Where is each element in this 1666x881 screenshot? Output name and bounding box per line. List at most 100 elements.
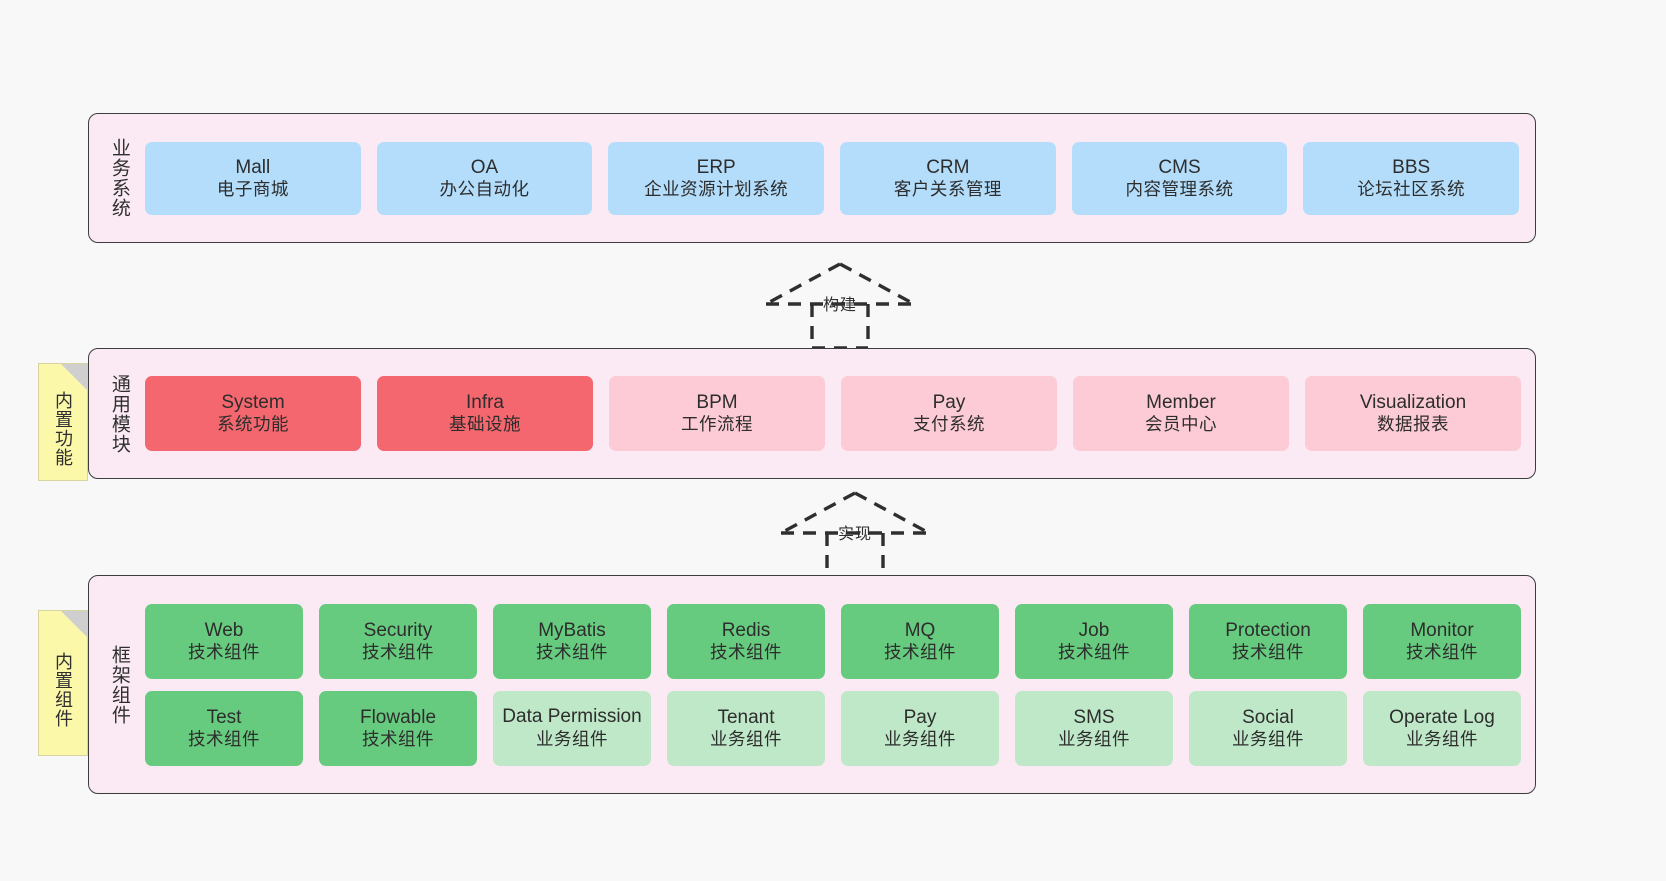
card-title: Job [1078, 619, 1110, 641]
card-subtitle: 业务组件 [1406, 728, 1478, 749]
card-erp[interactable]: ERP 企业资源计划系统 [608, 141, 825, 215]
layer-body-business-systems: Mall 电子商城 OA 办公自动化 ERP 企业资源计划系统 CRM 客户关系… [141, 114, 1535, 242]
card-title: Protection [1225, 619, 1311, 641]
card-title: Visualization [1359, 392, 1467, 414]
card-subtitle: 技术组件 [536, 641, 608, 662]
connector-build: 构建 [760, 258, 920, 350]
card-tenant[interactable]: Tenant 业务组件 [667, 690, 825, 766]
card-test[interactable]: Test 技术组件 [145, 690, 303, 766]
arrowhead-right-edge [854, 491, 930, 535]
card-data-permission[interactable]: Data Permission 业务组件 [493, 690, 651, 766]
card-title: Web [204, 619, 244, 641]
card-title: Infra [465, 392, 505, 414]
card-job[interactable]: Job 技术组件 [1015, 603, 1173, 679]
card-crm[interactable]: CRM 客户关系管理 [840, 141, 1056, 215]
card-sms[interactable]: SMS 业务组件 [1015, 690, 1173, 766]
card-pay-module[interactable]: Pay 支付系统 [841, 376, 1057, 451]
layer-common-modules: 通用模块 System 系统功能 Infra 基础设施 BPM 工作流程 Pay [88, 348, 1536, 479]
card-subtitle: 支付系统 [913, 414, 985, 435]
card-monitor[interactable]: Monitor 技术组件 [1363, 603, 1521, 679]
card-title: SMS [1073, 706, 1115, 728]
layer-title-common-modules: 通用模块 [108, 373, 130, 454]
card-subtitle: 技术组件 [1232, 641, 1304, 662]
card-subtitle: 技术组件 [884, 641, 956, 662]
card-subtitle: 技术组件 [1406, 641, 1478, 662]
note-builtin-functions: 内置功能 [38, 363, 88, 481]
card-subtitle: 内容管理系统 [1125, 178, 1234, 199]
arrowhead-right-edge [839, 262, 915, 306]
card-web[interactable]: Web 技术组件 [145, 603, 303, 679]
note-builtin-components: 内置组件 [38, 610, 88, 756]
note-label: 内置组件 [53, 652, 73, 728]
card-subtitle: 客户关系管理 [893, 178, 1002, 199]
framework-business-row: Test 技术组件 Flowable 技术组件 Data Permission … [145, 690, 1521, 766]
layer-body-common-modules: System 系统功能 Infra 基础设施 BPM 工作流程 Pay 支付系统… [141, 349, 1535, 478]
connector-implement-label: 实现 [837, 526, 873, 543]
card-flowable[interactable]: Flowable 技术组件 [319, 690, 477, 766]
card-title: Security [363, 619, 433, 641]
card-title: OA [470, 156, 499, 178]
card-subtitle: 工作流程 [681, 414, 753, 435]
card-subtitle: 数据报表 [1377, 414, 1449, 435]
card-cms[interactable]: CMS 内容管理系统 [1071, 141, 1288, 215]
card-subtitle: 业务组件 [1232, 728, 1304, 749]
card-subtitle: 业务组件 [1058, 728, 1130, 749]
card-title: Monitor [1410, 619, 1474, 641]
card-security[interactable]: Security 技术组件 [319, 603, 477, 679]
card-operate-log[interactable]: Operate Log 业务组件 [1363, 690, 1521, 766]
card-title: CMS [1158, 156, 1201, 178]
card-title: ERP [696, 156, 736, 178]
layer-business-systems: 业务系统 Mall 电子商城 OA 办公自动化 ERP 企业资源计划系统 CRM [88, 113, 1536, 243]
card-mq[interactable]: MQ 技术组件 [841, 603, 999, 679]
card-title: CRM [926, 156, 970, 178]
card-title: Social [1242, 706, 1294, 728]
layer-body-framework-components: Web 技术组件 Security 技术组件 MyBatis 技术组件 Redi… [141, 576, 1535, 793]
connector-implement: 实现 [775, 487, 935, 579]
card-redis[interactable]: Redis 技术组件 [667, 603, 825, 679]
layer-title-business-systems: 业务系统 [108, 138, 130, 218]
card-title: BBS [1392, 156, 1431, 178]
card-system[interactable]: System 系统功能 [145, 376, 361, 451]
arrowhead-left-edge [765, 262, 841, 306]
card-subtitle: 基础设施 [449, 414, 521, 435]
note-fold-corner-icon [61, 364, 87, 390]
card-subtitle: 系统功能 [217, 414, 289, 435]
card-title: Pay [903, 706, 937, 728]
card-protection[interactable]: Protection 技术组件 [1189, 603, 1347, 679]
card-subtitle: 技术组件 [362, 641, 434, 662]
card-pay-component[interactable]: Pay 业务组件 [841, 690, 999, 766]
card-mall[interactable]: Mall 电子商城 [145, 141, 361, 215]
card-title: BPM [696, 392, 738, 414]
card-infra[interactable]: Infra 基础设施 [377, 376, 593, 451]
card-subtitle: 技术组件 [710, 641, 782, 662]
card-title: Test [206, 706, 242, 728]
card-mybatis[interactable]: MyBatis 技术组件 [493, 603, 651, 679]
card-title: Data Permission [502, 706, 642, 728]
card-visualization[interactable]: Visualization 数据报表 [1305, 376, 1521, 451]
card-bpm[interactable]: BPM 工作流程 [609, 376, 825, 451]
card-subtitle: 技术组件 [188, 728, 260, 749]
card-subtitle: 会员中心 [1145, 414, 1217, 435]
card-subtitle: 论坛社区系统 [1357, 178, 1466, 199]
layer-framework-components: 框架组件 Web 技术组件 Security 技术组件 MyBatis 技术组件… [88, 575, 1536, 794]
card-bbs[interactable]: BBS 论坛社区系统 [1303, 141, 1520, 215]
framework-technical-row: Web 技术组件 Security 技术组件 MyBatis 技术组件 Redi… [145, 603, 1521, 679]
card-subtitle: 办公自动化 [439, 178, 530, 199]
layer-title-framework-components: 框架组件 [108, 644, 130, 725]
arrowhead-left-edge [780, 491, 856, 535]
card-oa[interactable]: OA 办公自动化 [376, 141, 593, 215]
card-social[interactable]: Social 业务组件 [1189, 690, 1347, 766]
common-modules-row: System 系统功能 Infra 基础设施 BPM 工作流程 Pay 支付系统… [145, 376, 1521, 451]
card-title: System [221, 392, 285, 414]
card-title: Tenant [717, 706, 775, 728]
card-title: Flowable [359, 706, 437, 728]
note-label: 内置功能 [53, 391, 73, 467]
card-subtitle: 业务组件 [710, 728, 782, 749]
card-title: MQ [904, 619, 936, 641]
card-subtitle: 业务组件 [536, 728, 608, 749]
card-subtitle: 业务组件 [884, 728, 956, 749]
connector-build-label: 构建 [822, 297, 858, 314]
card-subtitle: 企业资源计划系统 [644, 178, 789, 199]
card-member[interactable]: Member 会员中心 [1073, 376, 1289, 451]
card-subtitle: 电子商城 [216, 178, 289, 199]
